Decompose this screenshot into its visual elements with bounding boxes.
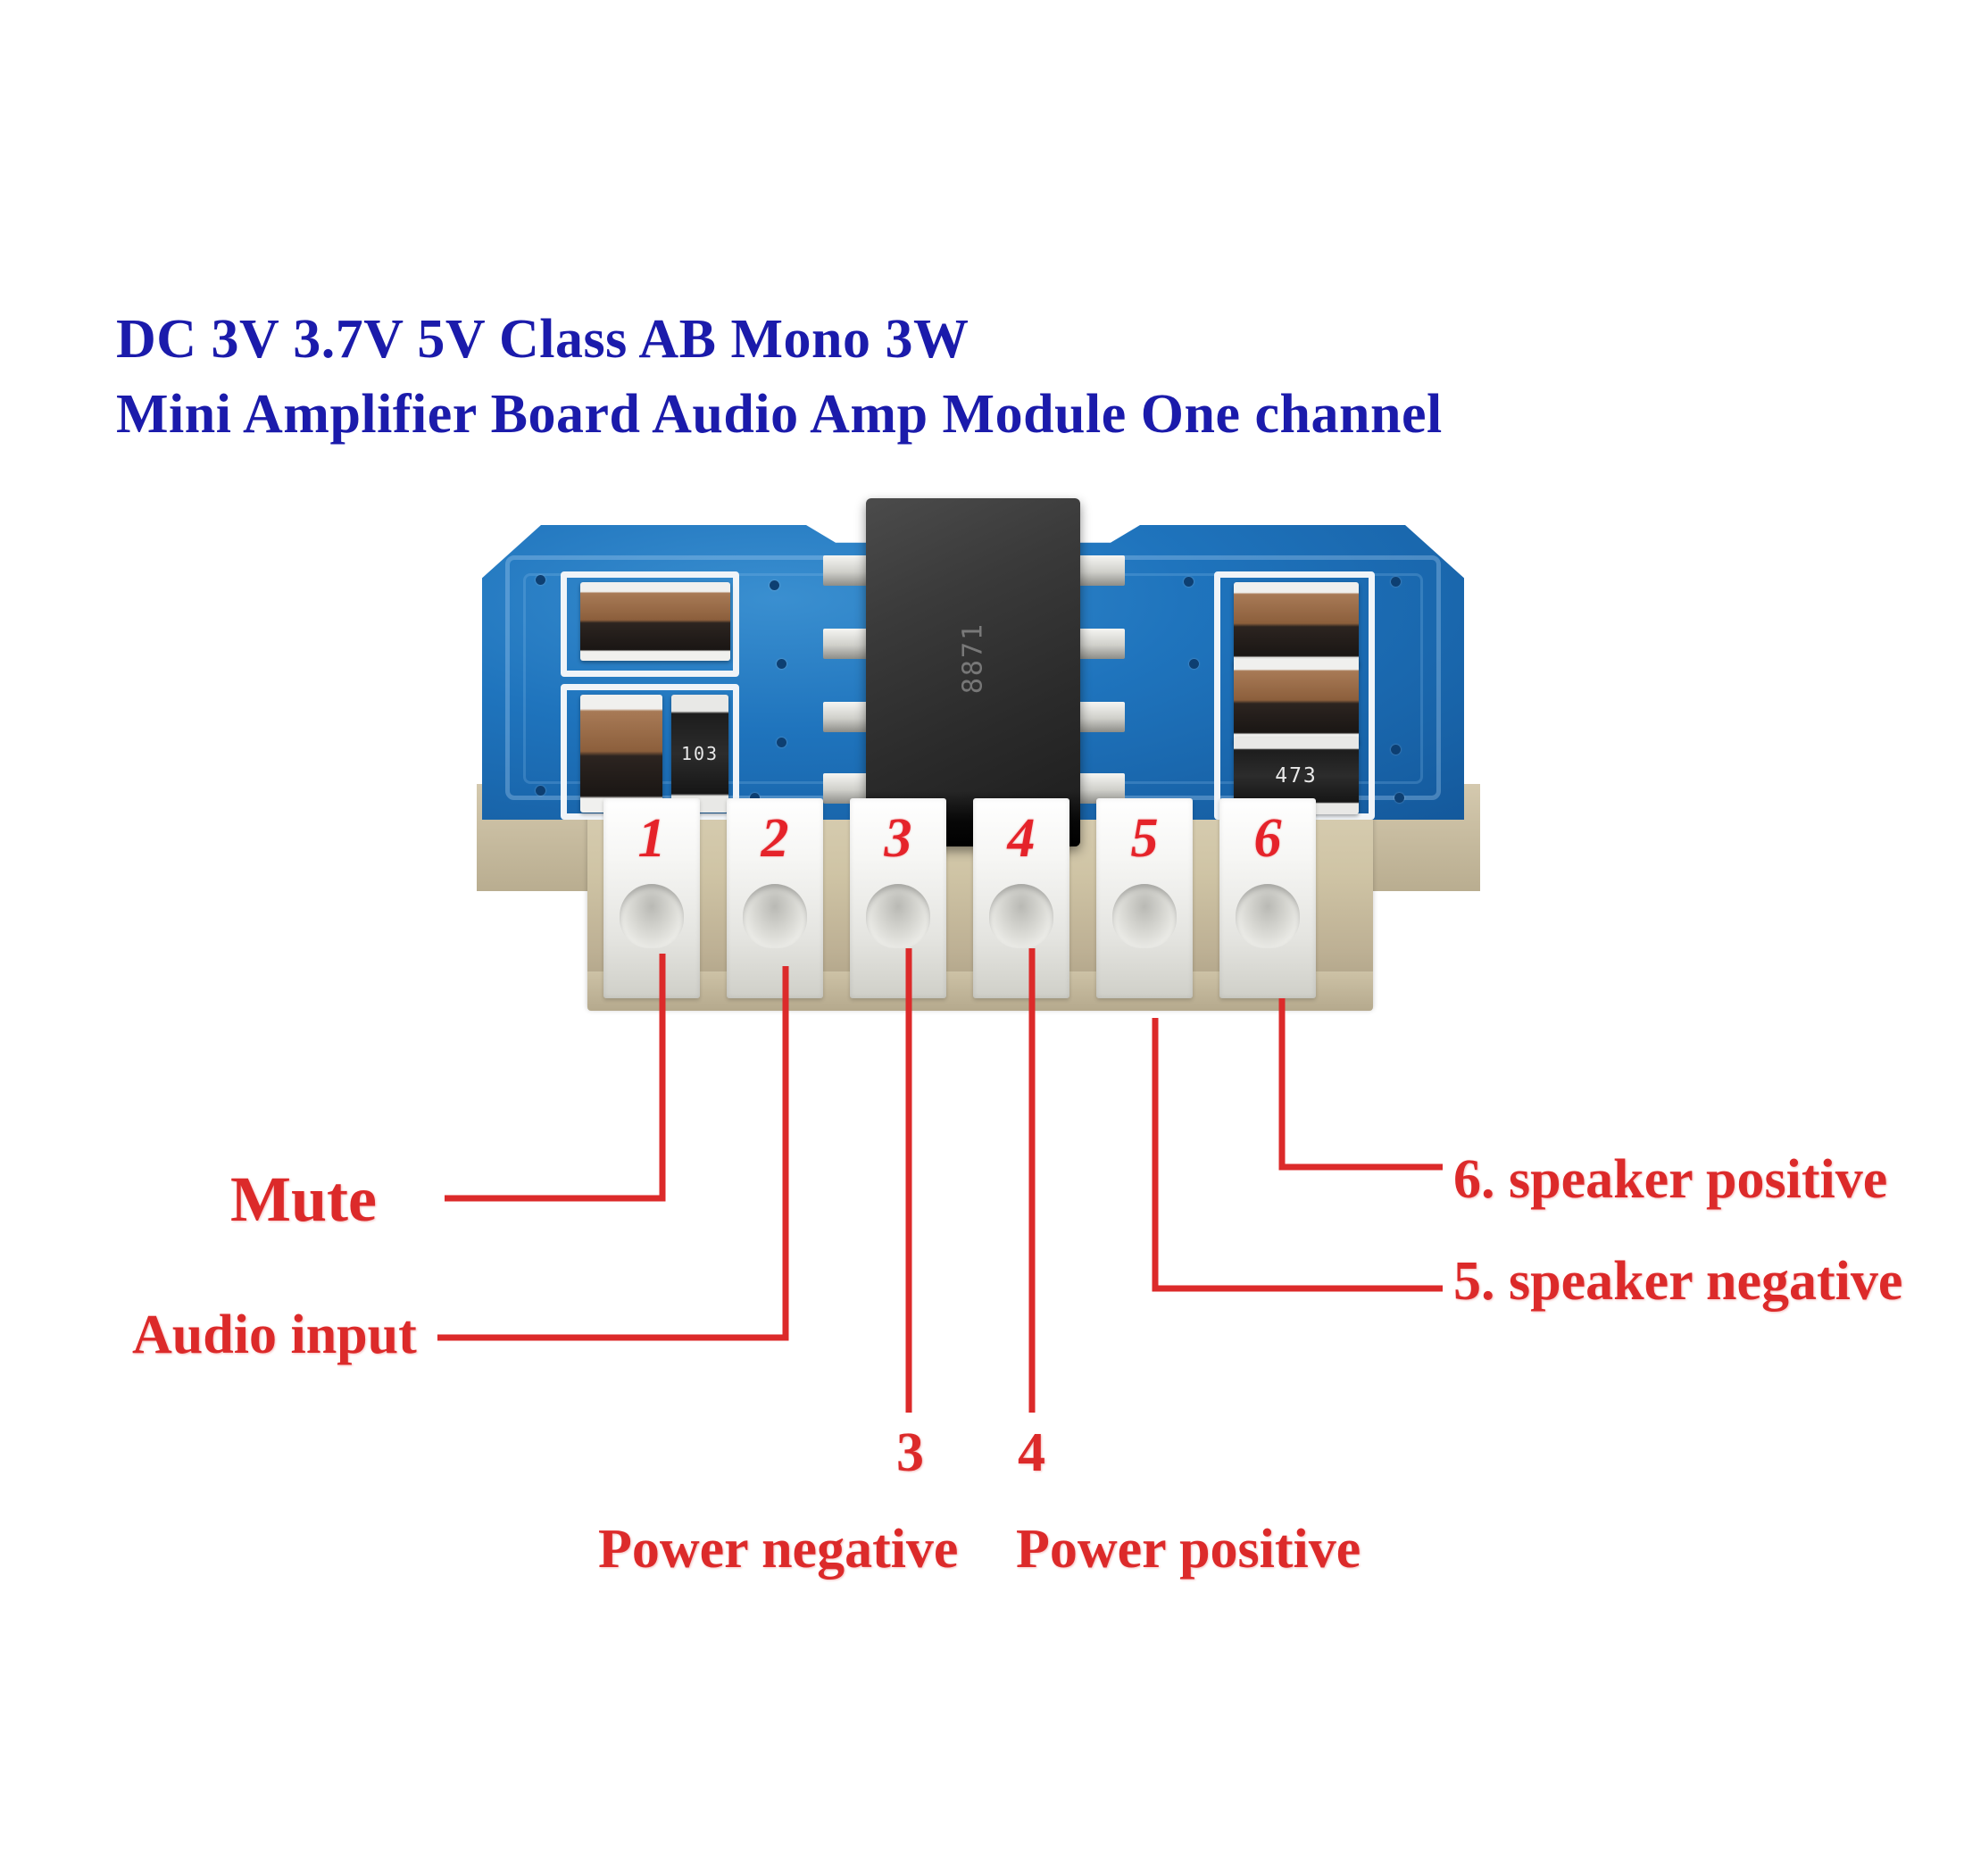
- capacitor-c1: [580, 582, 730, 661]
- via-dot: [777, 659, 786, 669]
- page-title: DC 3V 3.7V 5V Class AB Mono 3W Mini Ampl…: [116, 302, 1866, 452]
- pin-dimple: [743, 884, 807, 948]
- pin-number-1: 1: [637, 808, 666, 869]
- via-dot: [777, 738, 786, 747]
- capacitor-c3: [1234, 582, 1359, 668]
- callout-label-power-negative: Power negative: [598, 1519, 959, 1580]
- resistor-r1: 103: [671, 695, 728, 813]
- via-dot: [1391, 745, 1401, 755]
- amplifier-ic: 8871: [866, 498, 1080, 846]
- pin-contact-3[interactable]: 3: [850, 798, 946, 998]
- capacitor-c2: [580, 695, 662, 813]
- pin-dimple: [989, 884, 1053, 948]
- pin-contact-5[interactable]: 5: [1096, 798, 1193, 998]
- silkscreen-pad-left-top: [561, 571, 739, 677]
- pin-number-4: 4: [1007, 808, 1036, 869]
- pin-contact-4[interactable]: 4: [973, 798, 1069, 998]
- callout-label-speaker-negative: 5. speaker negative: [1453, 1251, 1903, 1312]
- via-dot: [1184, 577, 1194, 587]
- via-dot: [1394, 793, 1404, 803]
- via-dot: [750, 793, 760, 803]
- ic-lead: [823, 629, 870, 659]
- pin-dimple: [866, 884, 930, 948]
- callout-label-power-positive: Power positive: [1016, 1519, 1361, 1580]
- via-dot: [536, 575, 545, 585]
- ic-lead: [1078, 629, 1125, 659]
- capacitor-c4: [1234, 659, 1359, 745]
- via-dot: [770, 580, 779, 590]
- callout-label-mute: Mute: [230, 1163, 377, 1235]
- pin-dimple: [1112, 884, 1177, 948]
- title-line-1: DC 3V 3.7V 5V Class AB Mono 3W: [116, 309, 970, 370]
- pin-contact-1[interactable]: 1: [603, 798, 700, 998]
- pin-contact-2[interactable]: 2: [727, 798, 823, 998]
- pin-number-6: 6: [1253, 808, 1282, 869]
- ic-part-marking: 8871: [957, 622, 989, 695]
- pin-number-2: 2: [761, 808, 789, 869]
- callout-number-3: 3: [896, 1422, 924, 1483]
- ic-lead: [823, 555, 870, 586]
- callout-label-audio-input: Audio input: [132, 1305, 417, 1365]
- pin-dimple: [620, 884, 684, 948]
- pin-contact-6[interactable]: 6: [1219, 798, 1316, 998]
- pin-number-3: 3: [884, 808, 912, 869]
- ic-lead: [1078, 702, 1125, 732]
- amplifier-board-image: 103 473 8871 1 2 3 4 5 6: [477, 498, 1480, 1114]
- pin-dimple: [1236, 884, 1300, 948]
- callout-number-4: 4: [1018, 1422, 1045, 1483]
- via-dot: [536, 786, 545, 796]
- title-line-2: Mini Amplifier Board Audio Amp Module On…: [116, 384, 1443, 445]
- ic-lead: [823, 702, 870, 732]
- callout-label-speaker-positive: 6. speaker positive: [1453, 1149, 1888, 1210]
- ic-lead: [1078, 555, 1125, 586]
- pin-number-5: 5: [1130, 808, 1159, 869]
- via-dot: [1189, 659, 1199, 669]
- via-dot: [1391, 577, 1401, 587]
